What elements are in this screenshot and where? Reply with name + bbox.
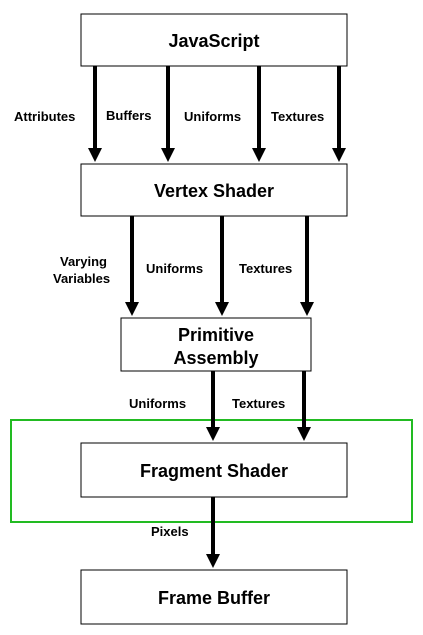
label-buffers: Buffers	[106, 108, 152, 123]
label-textures-3: Textures	[232, 396, 285, 411]
javascript-node: JavaScript	[80, 13, 348, 67]
label-uniforms-2: Uniforms	[146, 261, 203, 276]
label-uniforms-3: Uniforms	[129, 396, 186, 411]
arrow-uniforms-2	[215, 216, 229, 316]
arrow-pixels	[206, 497, 220, 568]
primitive-assembly-node: Primitive Assembly	[120, 317, 312, 372]
label-varying-line1: Varying	[60, 254, 107, 269]
frame-buffer-node: Frame Buffer	[80, 569, 348, 625]
vertex-shader-node: Vertex Shader	[80, 163, 348, 217]
frame-buffer-label: Frame Buffer	[158, 588, 270, 608]
fragment-shader-node: Fragment Shader	[80, 442, 348, 498]
fragment-shader-label: Fragment Shader	[140, 461, 288, 481]
arrow-uniforms-3	[206, 371, 220, 441]
arrow-attributes	[88, 66, 102, 162]
arrow-uniforms-1	[252, 66, 266, 162]
label-pixels: Pixels	[151, 524, 189, 539]
primitive-assembly-label-line1: Primitive	[178, 325, 254, 345]
label-attributes: Attributes	[14, 109, 75, 124]
primitive-assembly-label-line2: Assembly	[173, 348, 258, 368]
label-uniforms-1: Uniforms	[184, 109, 241, 124]
arrow-textures-1	[332, 66, 346, 162]
arrow-varying-variables	[125, 216, 139, 316]
javascript-label: JavaScript	[168, 31, 259, 51]
label-textures-1: Textures	[271, 109, 324, 124]
arrow-textures-2	[300, 216, 314, 316]
arrow-buffers	[161, 66, 175, 162]
label-varying-line2: Variables	[53, 271, 110, 286]
arrow-textures-3	[297, 371, 311, 441]
label-textures-2: Textures	[239, 261, 292, 276]
vertex-shader-label: Vertex Shader	[154, 181, 274, 201]
